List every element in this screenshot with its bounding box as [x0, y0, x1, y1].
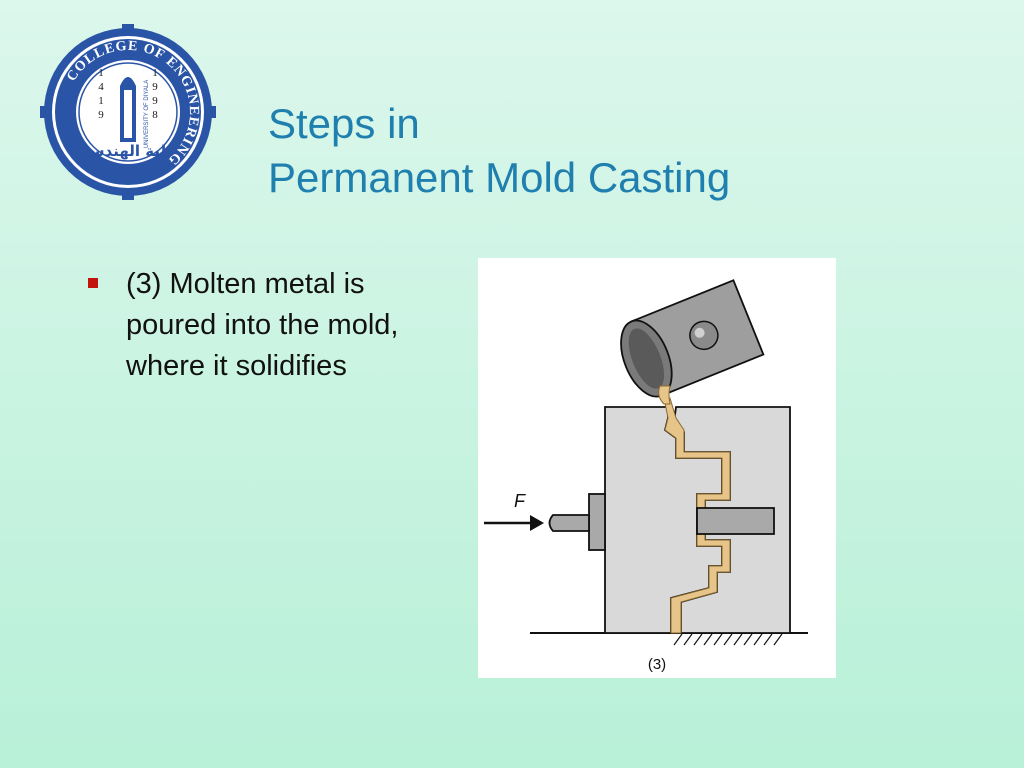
logo-arabic-text: كلية الهندسة — [81, 142, 176, 160]
logo-year-left-2: 4 — [98, 81, 104, 93]
force-arrow-head — [530, 515, 544, 531]
slide-title-line2: Permanent Mold Casting — [268, 154, 731, 201]
core-pin — [696, 507, 775, 535]
logo-year-right-3: 9 — [152, 95, 158, 107]
logo-year-right-4: 8 — [152, 109, 158, 121]
ladle-pivot-icon — [689, 320, 719, 351]
casting-diagram — [484, 279, 808, 646]
piston-head — [588, 493, 606, 551]
pouring-ladle — [620, 279, 765, 398]
figure-caption: (3) — [647, 656, 667, 673]
ground-hatching — [673, 633, 783, 646]
slide-title-line1: Steps in — [268, 100, 420, 147]
casting-figure: F (3) — [478, 258, 836, 678]
logo-year-left-4: 9 — [98, 109, 104, 121]
logo-year-left-1: 1 — [98, 67, 104, 79]
logo-year-right-2: 9 — [152, 81, 158, 93]
metal-stream — [658, 385, 671, 405]
logo-inner-text: UNIVERSITY OF DIYALA — [144, 80, 150, 148]
force-label: F — [514, 491, 525, 511]
bullet-text: (3) Molten metal is poured into the mold… — [126, 268, 399, 382]
logo-year-left-3: 1 — [98, 95, 104, 107]
piston-rod — [548, 514, 590, 532]
bullet-square-icon — [88, 278, 98, 288]
college-of-engineering-logo: COLLEGE OF ENGINEERING UNIVERSITY OF DIY… — [40, 24, 216, 200]
logo-year-right-1: 1 — [152, 67, 158, 79]
